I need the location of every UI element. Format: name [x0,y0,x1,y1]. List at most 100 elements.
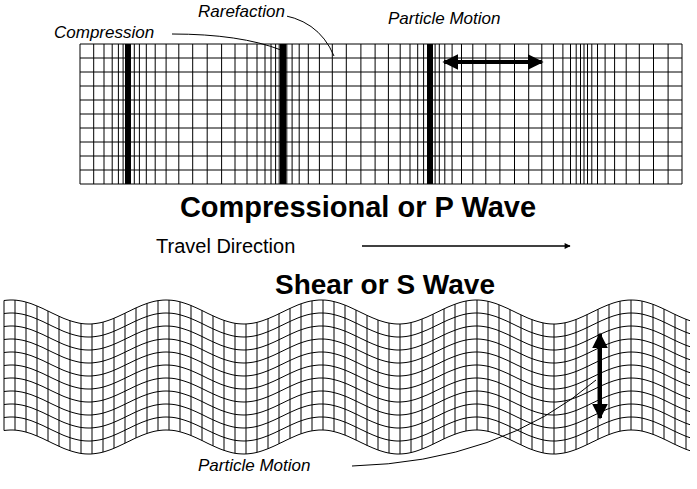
leader-line [352,380,596,466]
grid-line [521,315,522,445]
grid-line [417,44,418,184]
grid-line [609,305,610,435]
grid-line [576,319,577,449]
grid-line [275,44,276,184]
grid-line [235,44,236,184]
grid-line [435,44,436,184]
grid-line [587,315,588,445]
p-wave-title: Compressional or P Wave [180,192,536,224]
grid-line [664,309,665,439]
particle-motion-label: Particle Motion [386,10,502,29]
grid-line [257,322,258,452]
grid-line [80,44,81,184]
grid-line [653,44,654,184]
s-wave-title: Shear or S Wave [275,270,495,301]
grid-line [356,310,357,440]
grid-line [312,301,313,431]
rarefaction-label: Rarefaction [196,3,287,22]
grid-line [584,44,585,184]
grid-line [631,300,632,430]
grid-line [433,314,434,444]
grid-line [587,44,588,184]
grid-line [247,44,248,184]
grid-line [146,44,147,184]
grid-line [257,44,258,184]
grid-line [319,44,320,184]
grid-line [668,44,669,184]
particle-motion-arrow [444,60,542,64]
s-wave-grid [4,300,690,454]
grid-line [155,44,156,184]
travel-direction-label: Travel Direction [156,235,295,257]
grid-line [411,323,412,453]
grid-line [114,318,115,448]
grid-line [620,301,621,431]
compression-band [280,44,286,184]
grid-line [570,44,571,184]
grid-line [388,44,389,184]
grid-line [553,44,554,184]
grid-line [279,44,280,184]
grid-line [169,300,170,430]
grid-line [400,324,401,454]
grid-line [125,313,126,443]
grid-line [597,44,598,184]
grid-line [301,304,302,434]
grid-line [452,44,453,184]
grid-line [271,44,272,184]
grid-line [134,44,135,184]
grid-line [103,322,104,452]
grid-line [562,44,563,184]
grid-line [246,324,247,454]
grid-line [510,310,511,440]
grid-line [686,319,687,449]
grid-line [422,319,423,449]
grid-line [118,44,119,184]
grid-line [675,314,676,444]
grid-line [112,44,113,184]
grid-line [576,44,577,184]
grid-line [389,323,390,453]
grid-line [180,302,181,432]
grid-line [213,316,214,446]
grid-line [37,306,38,436]
grid-line [332,44,333,184]
grid-line [367,315,368,445]
grid-line [207,44,208,184]
grid-line [15,300,16,430]
grid-line [565,323,566,453]
grid-line [466,301,467,431]
grid-line [290,308,291,438]
grid-line [308,44,309,184]
grid-line [605,44,606,184]
grid-line [580,44,581,184]
grid-line [626,44,627,184]
grid-line [191,306,192,436]
grid-line [591,44,592,184]
grid-line [81,323,82,453]
grid-line [123,44,124,184]
grid-line [528,44,529,184]
grid-line [70,321,71,451]
grid-line [444,309,445,439]
grid-line [360,44,361,184]
grid-line [514,44,515,184]
grid-line [92,324,93,454]
grid-line [554,324,555,454]
grid-line [265,44,266,184]
grid-line [499,44,500,184]
compression-band [427,44,433,184]
grid-line [224,320,225,450]
grid-line [26,302,27,432]
grid-line [139,44,140,184]
grid-line [499,305,500,435]
grid-line [455,304,456,434]
grid-line [334,302,335,432]
grid-line [147,304,148,434]
grid-line [614,44,615,184]
grid-line [375,44,376,184]
grid-line [48,311,49,441]
grid-line [639,44,640,184]
grid-line [541,44,542,184]
